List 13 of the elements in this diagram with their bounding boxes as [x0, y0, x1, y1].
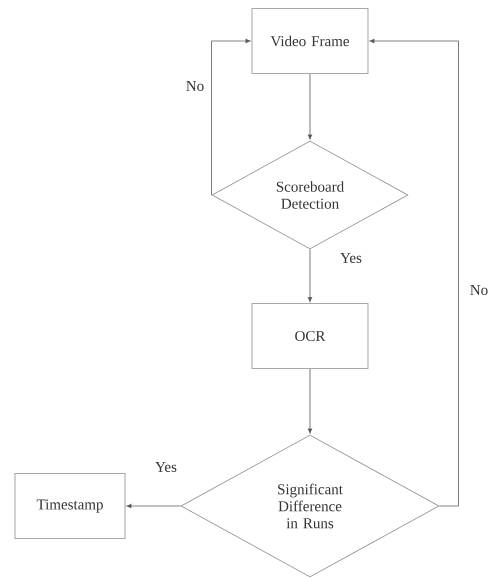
process-box: OCR — [252, 303, 368, 369]
edge-label: Yes — [339, 252, 363, 264]
arrow — [211, 38, 250, 196]
arrow — [308, 249, 312, 302]
process-box: Video Frame — [252, 8, 368, 74]
arrow — [308, 74, 312, 140]
arrow — [126, 504, 181, 508]
edge-label: No — [184, 80, 206, 92]
arrow — [308, 368, 312, 434]
process-box: Timestamp — [14, 473, 126, 539]
edge-label: No — [468, 284, 489, 296]
arrow — [370, 38, 459, 506]
edge-label: Yes — [154, 461, 178, 473]
